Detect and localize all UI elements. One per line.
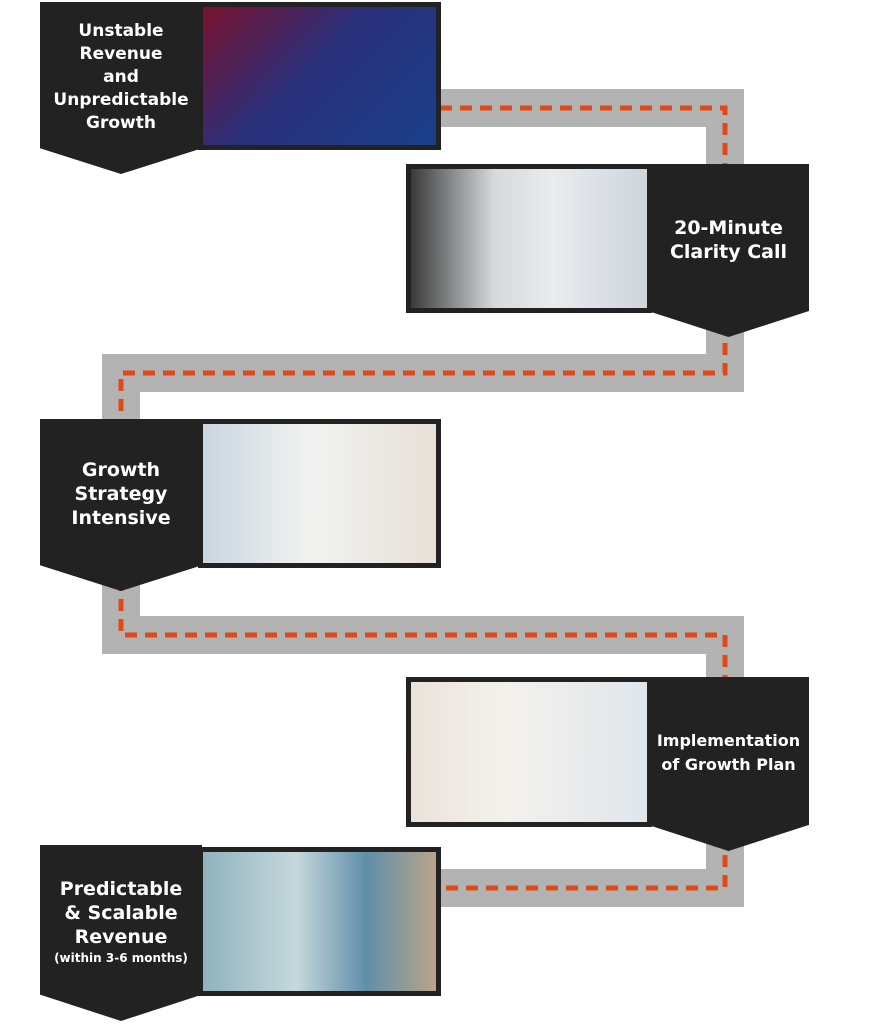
step-5-line: & Scalable — [64, 902, 178, 924]
step-1-label: Unstable Revenue and Unpredictable Growt… — [40, 2, 202, 174]
step-4-line: Implementation — [656, 731, 801, 750]
step-2-line: Clarity Call — [669, 240, 788, 263]
step-2-line: 20-Minute — [674, 216, 783, 239]
step-4-line: of Growth Plan — [661, 755, 796, 774]
step-1-line: Growth — [86, 112, 156, 133]
woman-thinking-at-computer-photo — [198, 419, 441, 568]
woman-laptop-charts-photo — [406, 677, 652, 827]
step-5-label: Predictable & Scalable Revenue (within 3… — [40, 845, 202, 1021]
step-1-line: and — [103, 66, 139, 87]
step-3-line: Growth — [81, 459, 161, 481]
step-1-line: Revenue — [79, 43, 163, 64]
video-call-photo — [406, 164, 652, 313]
step-5-line: Predictable — [59, 878, 183, 900]
declining-chart-photo — [198, 2, 441, 150]
step-4-label: Implementation of Growth Plan — [648, 677, 809, 851]
step-2-label: 20-Minute Clarity Call — [648, 164, 809, 337]
step-3-label: Growth Strategy Intensive — [40, 419, 202, 591]
step-1-line: Unstable — [78, 20, 164, 41]
relaxed-man-photo — [198, 847, 441, 996]
step-3-line: Intensive — [71, 507, 171, 529]
step-5-timeframe: (within 3-6 months) — [54, 951, 188, 965]
step-3-line: Strategy — [74, 483, 168, 505]
step-1-line: Unpredictable — [53, 89, 189, 110]
step-5-line: Revenue — [74, 926, 168, 948]
